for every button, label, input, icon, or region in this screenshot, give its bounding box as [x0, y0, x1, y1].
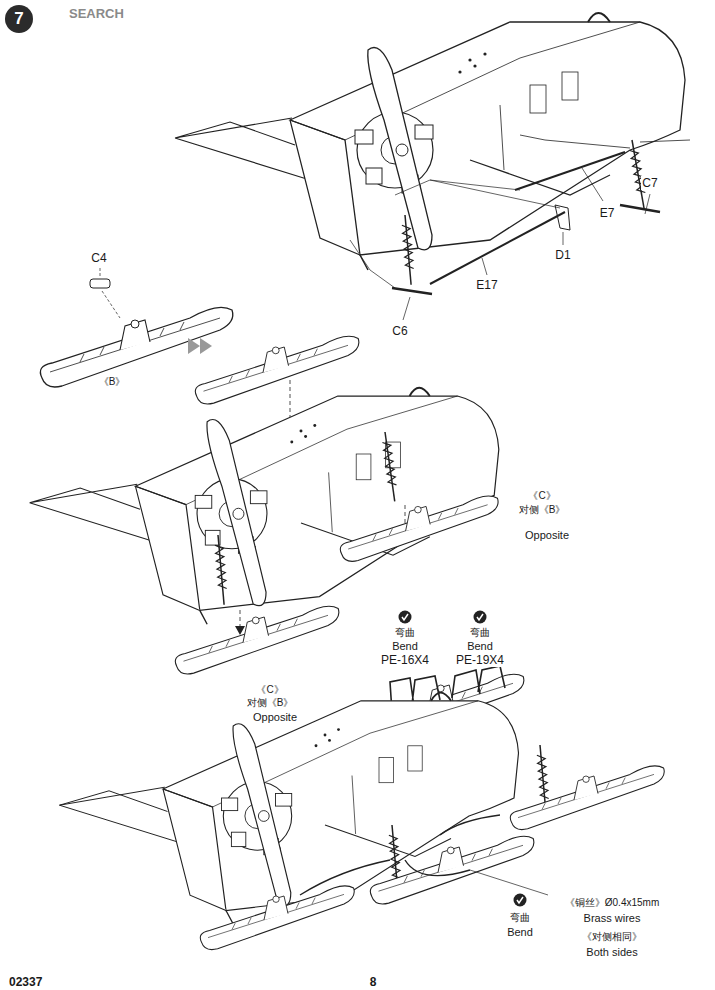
aerosan-body	[175, 13, 685, 270]
spring	[628, 139, 648, 209]
assembly-line	[520, 135, 690, 148]
note-text: 弯曲	[509, 912, 531, 924]
note-text: 弯曲	[394, 627, 416, 639]
ski	[200, 886, 354, 950]
note-text: PE-16X4	[380, 653, 430, 667]
note-text: Opposite	[524, 529, 570, 542]
assembly-line	[350, 240, 395, 288]
part-e17	[430, 212, 565, 284]
part-label: E17	[475, 278, 498, 292]
step-number: 7	[14, 9, 23, 29]
note-text: 《C》	[255, 684, 284, 696]
direction-arrow	[188, 338, 212, 354]
part-label: C4	[90, 251, 107, 265]
page-footer: 8	[369, 975, 378, 989]
part-c7	[620, 205, 660, 212]
step-circle: 7	[5, 5, 33, 33]
part-e7	[515, 152, 625, 190]
note-text: PE-19X4	[455, 653, 505, 667]
bend-icon	[514, 894, 527, 907]
ski	[195, 336, 359, 404]
part-label: D1	[554, 248, 571, 262]
ski	[340, 496, 498, 561]
spring	[401, 215, 415, 285]
bend-icon	[399, 611, 412, 624]
watermark: SEARCH	[68, 6, 125, 22]
part-c6	[392, 288, 432, 294]
page-footer: 02337	[8, 975, 43, 989]
note-text: 弯曲	[469, 627, 491, 639]
ski	[370, 836, 534, 904]
brass-wire	[300, 815, 500, 895]
note-text: Brass wires	[583, 912, 642, 925]
assembly-line	[395, 180, 560, 208]
ski	[510, 766, 664, 830]
part-label: C6	[391, 324, 408, 338]
spring	[214, 535, 228, 605]
note-text: 《铜丝》Ø0.4x15mm	[564, 897, 660, 909]
note-text: 《C》	[527, 490, 556, 502]
leader-line	[470, 870, 548, 895]
leader-line	[403, 168, 650, 320]
part-label: E7	[599, 206, 616, 220]
aerosan-body	[60, 693, 519, 924]
aerosan-body	[30, 388, 499, 624]
note-text: Bend	[466, 640, 494, 653]
ski	[40, 307, 232, 387]
note-text: 《对侧相同》	[581, 931, 643, 943]
bend-icon	[474, 611, 487, 624]
note-text: 《B》	[98, 376, 127, 388]
part-c4	[90, 279, 110, 288]
part-d1	[555, 205, 570, 230]
ski	[175, 606, 339, 674]
spring	[381, 431, 399, 501]
note-text: Both sides	[585, 946, 638, 959]
note-text: Bend	[391, 640, 419, 653]
note-text: 对侧《B》	[518, 504, 567, 516]
part-label: C7	[641, 176, 658, 190]
note-text: Opposite	[252, 711, 298, 724]
leader-line	[100, 268, 120, 318]
note-text: Bend	[506, 926, 534, 939]
note-text: 对侧《B》	[246, 697, 295, 709]
